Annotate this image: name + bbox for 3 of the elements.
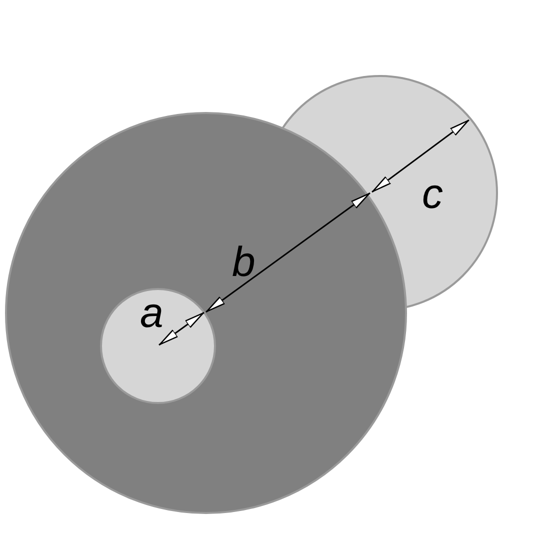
dimension-label: b	[232, 241, 256, 283]
dimension-label: a	[140, 292, 164, 334]
dimension-label: c	[422, 173, 443, 215]
